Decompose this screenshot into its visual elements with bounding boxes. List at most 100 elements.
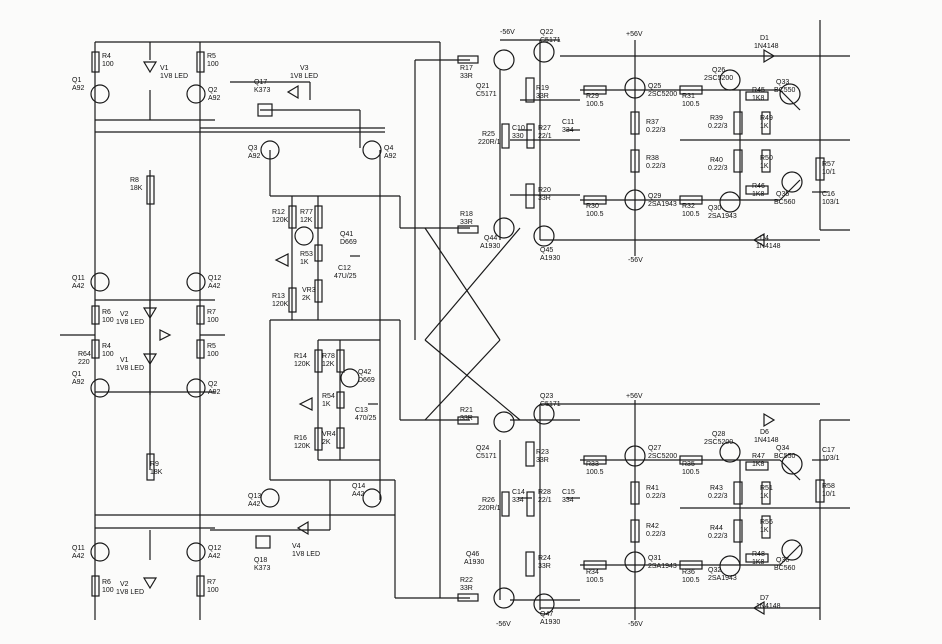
label-r24-value: 33R [538, 563, 551, 570]
resistor-r78 [336, 349, 345, 373]
label-r19-value: 33R [536, 93, 549, 100]
resistor-r37 [630, 111, 640, 135]
label-c10: C10 [512, 125, 525, 132]
label-r50-value: 1K [760, 163, 769, 170]
label-q11-value: A42 [72, 283, 85, 290]
transistor-q11 [90, 272, 110, 292]
label-q2a: Q2 [208, 87, 217, 94]
label-c10-value: 330 [512, 133, 524, 140]
label-q12b: Q12 [208, 545, 221, 552]
label-r35-value: 100.5 [682, 469, 700, 476]
label-c17-value: 103/1 [822, 455, 840, 462]
label-q18: Q18 [254, 557, 267, 564]
label-r77: R77 [300, 209, 313, 216]
label-d1-value: 1N4148 [754, 43, 779, 50]
label-r33-value: 100.5 [586, 469, 604, 476]
label-r30: R30 [586, 203, 599, 210]
label-q11: Q11 [72, 275, 85, 282]
label-r77-value: 12K [300, 217, 313, 224]
label-c11: C11 [562, 119, 574, 126]
label-c16-value: 103/1 [822, 199, 840, 206]
resistor-r7 [196, 305, 205, 325]
label-r6b-value: 100 [102, 587, 114, 594]
label-q25-value: 2SC5200 [648, 91, 677, 98]
resistor-r48 [745, 553, 769, 563]
label-r16-value: 120K [294, 443, 311, 450]
label-v3-value: 1V8 LED [290, 73, 318, 80]
transistor-q28 [719, 441, 741, 463]
label-q11b: Q11 [72, 545, 85, 552]
label-v3: V3 [300, 65, 309, 72]
label-r23-value: 33R [536, 457, 549, 464]
label-c11-value: 334 [562, 127, 574, 134]
label-r8-value: 18K [130, 185, 143, 192]
label-r7a: R7 [207, 309, 216, 316]
label-q30: Q30 [708, 205, 721, 212]
label-v2a: V2 [120, 311, 129, 318]
label-r29: R29 [586, 93, 599, 100]
label-r42: R42 [646, 523, 659, 530]
label-r36: R36 [682, 569, 695, 576]
resistor-r27 [526, 123, 535, 149]
label-v1b: V1 [120, 357, 129, 364]
right-top-components [457, 41, 828, 248]
transistor-q29 [624, 189, 646, 211]
label-r25: R25 [482, 131, 495, 138]
label-q41-value: D669 [340, 239, 357, 246]
resistor-r23 [525, 441, 535, 467]
label-r47-value: 1K8 [752, 461, 765, 468]
label-q1a-value: A92 [72, 85, 85, 92]
label-r44-value: 0.22/3 [708, 533, 728, 540]
label-r48-value: 1K8 [752, 559, 765, 566]
label-q14-value: A42 [352, 491, 365, 498]
label-r7a-value: 100 [207, 317, 219, 324]
resistor-r50 [761, 149, 771, 173]
label-q32-value: 2SA1943 [708, 575, 737, 582]
label-q42-value: D669 [358, 377, 375, 384]
resistor-r39 [733, 111, 743, 135]
component-labels: R4 100 R5 100 V1 1V8 LED Q1 A92 Q2 A92 Q… [72, 29, 840, 628]
resistor-r42 [630, 519, 640, 543]
label-r38: R38 [646, 155, 659, 162]
label-r26-value: 220R/1 [478, 505, 501, 512]
label-q31: Q31 [648, 555, 661, 562]
label-q45-value: A1930 [540, 255, 560, 262]
label-q26: Q26 [712, 67, 725, 74]
label-r64: R64 [78, 351, 91, 358]
transistor-q3 [260, 140, 280, 160]
label-q41: Q41 [340, 231, 353, 238]
label-vr4: VR4 [322, 431, 336, 438]
transistor-q21 [493, 49, 515, 71]
label-q11b-value: A42 [72, 553, 85, 560]
label-r4a: R4 [102, 53, 111, 60]
label-v1b-value: 1V8 LED [116, 365, 144, 372]
transistor-q1-top [90, 84, 110, 104]
label-r54-value: 1K [322, 401, 331, 408]
label-q47-value: A1930 [540, 619, 560, 626]
transistor-q27 [624, 445, 646, 467]
label-r78: R78 [322, 353, 335, 360]
resistor-r18 [457, 225, 479, 234]
label-q23-value: C5171 [540, 401, 561, 408]
label-r34-value: 100.5 [586, 577, 604, 584]
label-r17: R17 [460, 65, 473, 72]
label-c14-value: 334 [512, 497, 524, 504]
resistor-r4-mid [91, 339, 100, 359]
resistor-r12 [288, 205, 297, 229]
label-r20: R20 [538, 187, 551, 194]
label-r22-value: 33R [460, 585, 473, 592]
label-v2b-value: 1V8 LED [116, 589, 144, 596]
transistor-q25 [624, 77, 646, 99]
label-d6: D6 [760, 429, 769, 436]
label-q31-value: 2SA1943 [648, 563, 677, 570]
label-r5b: R5 [207, 343, 216, 350]
label-v4-value: 1V8 LED [292, 551, 320, 558]
label-r39-value: 0.22/3 [708, 123, 728, 130]
label-vr3-value: 2K [302, 295, 311, 302]
label-r16: R16 [294, 435, 307, 442]
label-c13: C13 [355, 407, 368, 414]
led-v1-top [142, 61, 158, 74]
label-q2b-value: A92 [208, 389, 221, 396]
label-r49-value: 1K [760, 123, 769, 130]
transistor-q36 [781, 539, 803, 561]
